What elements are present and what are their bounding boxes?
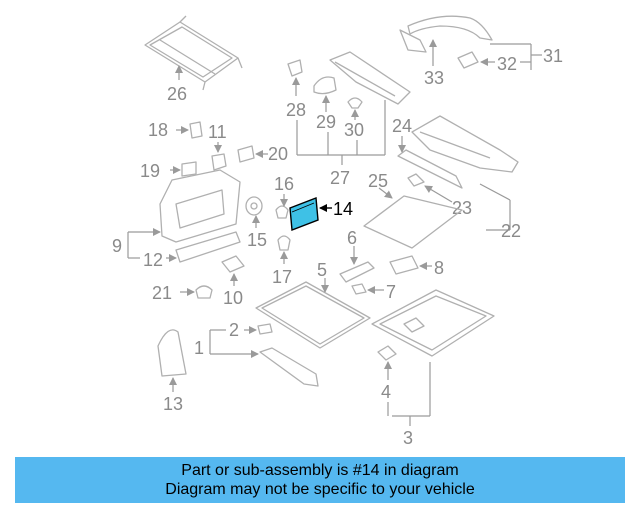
label-31: 31 bbox=[543, 46, 563, 66]
label-11: 11 bbox=[208, 122, 227, 142]
label-10: 10 bbox=[223, 288, 243, 308]
label-15: 15 bbox=[247, 230, 267, 250]
part-16-clip bbox=[275, 205, 289, 219]
label-30: 30 bbox=[344, 120, 364, 140]
part-3-floor-panel bbox=[371, 289, 495, 357]
part-6-bracket bbox=[339, 261, 375, 283]
label-12: 12 bbox=[143, 250, 163, 270]
label-22: 22 bbox=[501, 221, 521, 241]
part-15-speaker bbox=[245, 196, 263, 216]
label-20: 20 bbox=[268, 144, 288, 164]
label-5: 5 bbox=[317, 260, 327, 280]
part-14-highlighted[interactable] bbox=[289, 197, 319, 231]
label-16: 16 bbox=[274, 174, 294, 194]
label-6: 6 bbox=[347, 228, 357, 248]
label-14: 14 bbox=[333, 199, 353, 219]
label-29: 29 bbox=[316, 112, 336, 132]
label-25: 25 bbox=[368, 171, 388, 191]
label-4: 4 bbox=[381, 382, 391, 402]
part-5-floor-panel bbox=[255, 281, 371, 349]
part-20-clip bbox=[237, 145, 255, 163]
part-17-clip bbox=[277, 235, 291, 251]
label-17: 17 bbox=[272, 267, 292, 287]
part-9-side-trim bbox=[159, 169, 241, 243]
info-banner: Part or sub-assembly is #14 in diagram D… bbox=[15, 457, 625, 503]
part-33-trim bbox=[399, 15, 493, 53]
label-7: 7 bbox=[386, 282, 396, 302]
part-24-trim bbox=[397, 115, 519, 189]
part-18-clip bbox=[189, 121, 203, 139]
label-24: 24 bbox=[392, 116, 412, 136]
part-10-bracket bbox=[221, 255, 245, 273]
part-7-hook bbox=[351, 283, 367, 295]
part-4-clip bbox=[377, 345, 397, 361]
part-21-clip bbox=[195, 285, 213, 299]
part-19-clip bbox=[181, 161, 197, 177]
label-13: 13 bbox=[163, 394, 183, 414]
part-29-cover bbox=[313, 76, 337, 95]
label-32: 32 bbox=[497, 54, 517, 74]
label-19: 19 bbox=[140, 161, 160, 181]
part-32-clip bbox=[457, 51, 479, 69]
part-13-trim bbox=[157, 329, 187, 377]
part-27-rear-panel bbox=[329, 51, 411, 105]
label-27: 27 bbox=[330, 168, 350, 188]
banner-line-2: Diagram may not be specific to your vehi… bbox=[165, 481, 475, 498]
label-2: 2 bbox=[229, 320, 239, 340]
label-8: 8 bbox=[434, 258, 444, 278]
label-33: 33 bbox=[424, 68, 444, 88]
label-3: 3 bbox=[403, 428, 413, 448]
part-2-clip bbox=[257, 323, 273, 335]
label-1: 1 bbox=[194, 338, 204, 358]
banner-line-1: Part or sub-assembly is #14 in diagram bbox=[181, 462, 459, 479]
label-28: 28 bbox=[286, 100, 306, 120]
part-28-clip bbox=[287, 59, 303, 77]
parts-diagram: 26 33 32 31 28 29 30 27 bbox=[112, 15, 563, 448]
label-21: 21 bbox=[152, 283, 172, 303]
label-18: 18 bbox=[148, 120, 168, 140]
part-12-trim-strip bbox=[175, 231, 241, 263]
label-9: 9 bbox=[112, 236, 122, 256]
label-26: 26 bbox=[167, 84, 187, 104]
part-8-bracket bbox=[389, 255, 419, 275]
part-30-clip bbox=[347, 97, 363, 109]
part-25-floor-panel bbox=[363, 195, 463, 249]
part-1-sill-trim bbox=[259, 347, 319, 387]
part-11-bracket bbox=[211, 153, 227, 171]
part-26-cargo-cover bbox=[144, 15, 243, 91]
